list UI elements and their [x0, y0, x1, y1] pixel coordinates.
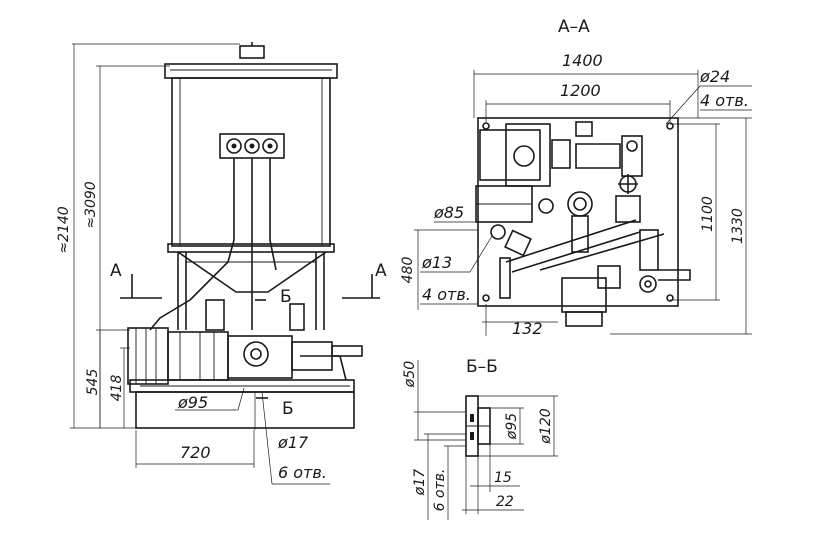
dim-d17-bb: ø17 [412, 469, 428, 496]
dim-d95: ø95 [177, 393, 208, 412]
section-bb-view: Б–Б ø50 ø95 ø120 ø17 6 отв. 15 2 [402, 357, 558, 520]
dim-15: 15 [494, 470, 512, 486]
section-b-top-label: Б [280, 287, 292, 307]
section-aa-title: А–А [558, 17, 590, 37]
dim-132: 132 [512, 319, 543, 338]
dim-holes4-bottom: 4 отв. [422, 285, 471, 304]
dim-1200: 1200 [560, 81, 601, 100]
dim-720: 720 [180, 443, 211, 462]
dim-d120-bb: ø120 [538, 408, 554, 444]
section-aa-view: А–А 1400 1200 ø24 4 отв. [400, 17, 752, 338]
section-bb-title: Б–Б [466, 357, 498, 377]
front-view: ≈2140 ≈3090 A [56, 42, 387, 485]
dim-545: 545 [85, 369, 101, 396]
dim-d13: ø13 [421, 253, 452, 272]
dim-1100: 1100 [700, 196, 716, 232]
dim-d24: ø24 [699, 67, 730, 86]
dim-holes4-top: 4 отв. [700, 91, 749, 110]
dim-d95-bb: ø95 [504, 413, 520, 440]
dim-22: 22 [496, 494, 514, 510]
dim-d17: ø17 [277, 433, 309, 452]
dim-height-overall: ≈2140 [56, 206, 72, 253]
section-b-bottom-label: Б [282, 399, 294, 419]
dim-holes6-bb: 6 отв. [432, 469, 448, 512]
dim-1400: 1400 [562, 51, 603, 70]
dim-height-max: ≈3090 [83, 181, 99, 228]
dim-480: 480 [400, 257, 416, 284]
dim-418: 418 [109, 375, 125, 402]
dim-d50: ø50 [402, 361, 418, 388]
section-a-right-label: A [375, 261, 387, 281]
dim-holes6: 6 отв. [278, 463, 327, 482]
section-a-left-label: A [110, 261, 122, 281]
dim-1330: 1330 [730, 208, 746, 244]
dim-d85: ø85 [433, 203, 464, 222]
